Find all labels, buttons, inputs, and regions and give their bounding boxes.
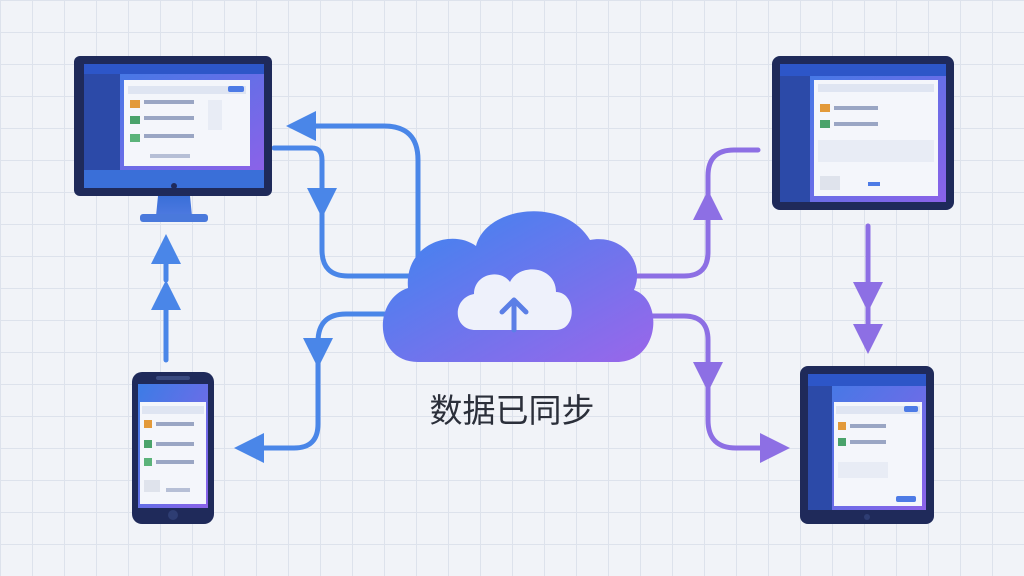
arrow-cloud-to-phone <box>303 311 387 368</box>
phone-home-button <box>168 510 178 520</box>
smartphone <box>132 372 214 524</box>
app-topbar <box>84 64 264 74</box>
tablet-bottom-panel <box>834 402 922 506</box>
cloud <box>382 211 654 362</box>
arrow-cloud-to-tablet-bottom <box>637 313 723 392</box>
tablet-top-right <box>772 56 954 210</box>
arrow-cloud-to-desktop <box>286 111 421 265</box>
arrow-desktop-cloud-link <box>319 209 423 279</box>
arrows-left <box>151 111 423 463</box>
arrow-tablet-top-link <box>705 147 761 199</box>
monitor-base <box>140 214 208 222</box>
cloud-upload-icon <box>457 269 572 333</box>
desktop-monitor <box>74 56 272 222</box>
arrow-phone-link <box>234 359 321 463</box>
arrows-right <box>625 147 883 463</box>
tablet-bottom-camera <box>864 514 870 520</box>
arrow-cloud-to-tablet-top <box>625 190 723 279</box>
monitor-stand <box>156 196 192 216</box>
arrow-desktop-to-cloud <box>271 145 337 218</box>
app-panel <box>124 80 250 166</box>
sync-status-caption: 数据已同步 <box>429 391 595 430</box>
monitor-camera <box>171 183 177 189</box>
app-sidebar <box>84 74 120 170</box>
arrow-tablet-bottom-link <box>705 383 790 463</box>
tablet-bottom-right <box>800 366 934 524</box>
